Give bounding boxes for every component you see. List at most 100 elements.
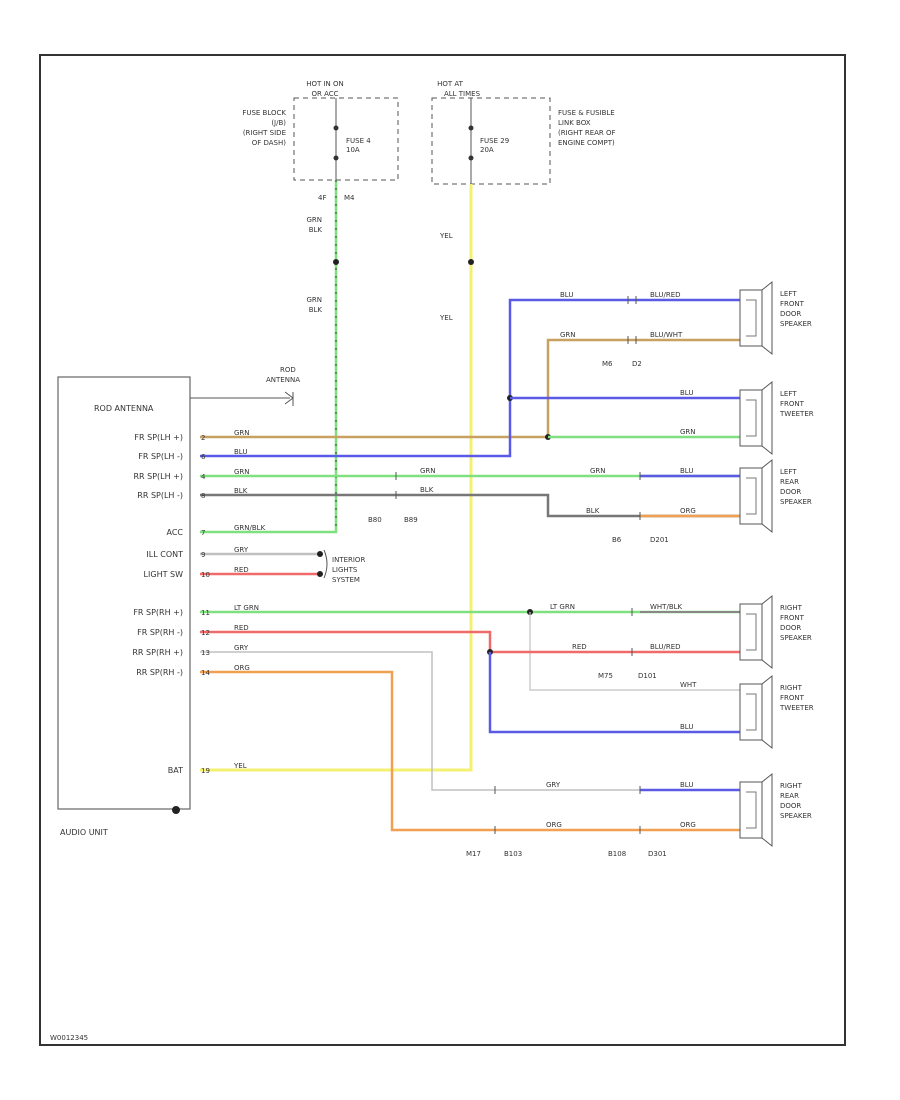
- svg-text:ORG: ORG: [680, 821, 696, 829]
- svg-text:BLK: BLK: [420, 486, 434, 494]
- speaker-label: RIGHT: [780, 684, 803, 692]
- svg-text:SYSTEM: SYSTEM: [332, 576, 360, 584]
- audio-pin-wire-color: RED: [234, 566, 249, 574]
- svg-text:GRY: GRY: [546, 781, 561, 789]
- svg-text:D301: D301: [648, 850, 667, 858]
- audio-pin-label: ACC: [166, 528, 183, 537]
- speaker-terminal-icon: [746, 693, 757, 731]
- block-line1: FUSE BLOCK: [242, 109, 286, 117]
- speaker-cone-icon: [761, 674, 773, 750]
- speaker-body: [739, 683, 763, 741]
- svg-text:D201: D201: [650, 536, 669, 544]
- audio-pin-wire-color: GRY: [234, 644, 249, 652]
- audio-pin-number: 7: [201, 529, 205, 537]
- audio-pin-label: LIGHT SW: [144, 570, 184, 579]
- wire-rr-rh-minus: [200, 670, 740, 832]
- speaker-label: REAR: [780, 478, 799, 486]
- speaker-label: TWEETER: [779, 410, 814, 418]
- audio-pin-number: 19: [201, 767, 210, 775]
- diagram-frame: [39, 54, 846, 1046]
- speaker-terminal-icon: [746, 299, 757, 337]
- audio-pin-label: FR SP(RH +): [133, 608, 183, 617]
- speaker-label: DOOR: [780, 488, 801, 496]
- svg-text:D2: D2: [632, 360, 642, 368]
- rod-antenna-text2: ANTENNA: [266, 376, 300, 384]
- speaker-label: RIGHT: [780, 782, 803, 790]
- fuse-label: FUSE 4: [346, 137, 371, 145]
- block-line2: LINK BOX: [558, 119, 591, 127]
- audio-unit-name: AUDIO UNIT: [60, 828, 108, 837]
- wire-fr-lh-plus: [200, 338, 740, 439]
- audio-pin-wire-color: BLK: [234, 487, 248, 495]
- hot-label-line2: ALL TIMES: [444, 90, 481, 98]
- connector-labels: M6 D2 B80 B89 B6 D201 M75 D101 M17 B103 …: [368, 360, 669, 858]
- speaker-label: LEFT: [780, 290, 797, 298]
- svg-text:B89: B89: [404, 516, 418, 524]
- wire-fr-lh-minus: [200, 298, 740, 458]
- audio-pin-wire-color: GRN: [234, 468, 250, 476]
- audio-pin-number: 11: [201, 609, 210, 617]
- speaker-label: DOOR: [780, 802, 801, 810]
- rod-antenna-text1: ROD: [280, 366, 296, 374]
- audio-pin-number: 2: [201, 434, 205, 442]
- audio-pin-label: ILL CONT: [146, 550, 183, 559]
- speaker-terminal-icon: [746, 477, 757, 515]
- svg-text:BLU: BLU: [680, 723, 693, 731]
- speaker-component: RIGHT REAR DOOR SPEAKER: [739, 772, 812, 848]
- svg-text:D101: D101: [638, 672, 657, 680]
- speaker-label: RIGHT: [780, 604, 803, 612]
- audio-pin-label: FR SP(LH +): [134, 433, 183, 442]
- svg-text:M17: M17: [466, 850, 481, 858]
- svg-text:B80: B80: [368, 516, 382, 524]
- speaker-label: FRONT: [780, 300, 805, 308]
- audio-pin-number: 6: [201, 453, 206, 461]
- svg-text:WHT/BLK: WHT/BLK: [650, 603, 683, 611]
- audio-pin-wire-color: YEL: [233, 762, 247, 770]
- svg-text:BLU/RED: BLU/RED: [650, 291, 681, 299]
- hot-label-line2: OR ACC: [311, 90, 338, 98]
- speaker-body: [739, 389, 763, 447]
- speaker-body: [739, 781, 763, 839]
- svg-text:RED: RED: [572, 643, 587, 651]
- wire-acc-grn-blk: [200, 180, 338, 534]
- speaker-label: SPEAKER: [780, 634, 812, 642]
- pin-label-b: M4: [344, 194, 355, 202]
- speaker-terminal-icon: [746, 791, 757, 829]
- fuse-rating: 10A: [346, 146, 360, 154]
- svg-text:BLU: BLU: [680, 781, 693, 789]
- wire-label: YEL: [439, 314, 453, 322]
- svg-text:M75: M75: [598, 672, 613, 680]
- speaker-label: SPEAKER: [780, 320, 812, 328]
- svg-text:ORG: ORG: [680, 507, 696, 515]
- audio-pin-label: RR SP(LH +): [133, 472, 183, 481]
- speaker-label: REAR: [780, 792, 799, 800]
- svg-text:ORG: ORG: [546, 821, 562, 829]
- wire-label: BLK: [309, 226, 323, 234]
- speaker-label: TWEETER: [779, 704, 814, 712]
- svg-text:BLK: BLK: [586, 507, 600, 515]
- audio-pin-label: RR SP(LH -): [137, 491, 183, 500]
- speaker-label: SPEAKER: [780, 812, 812, 820]
- svg-text:B103: B103: [504, 850, 522, 858]
- speaker-cone-icon: [761, 458, 773, 534]
- svg-text:BLU: BLU: [680, 389, 693, 397]
- audio-pin-label: FR SP(RH -): [137, 628, 183, 637]
- fuse-block-right: HOT AT ALL TIMES FUSE 29 20A FUSE & FUSI…: [431, 80, 616, 185]
- audio-pin-number: 8: [201, 492, 205, 500]
- speaker-terminal-icon: [746, 399, 757, 437]
- svg-text:B6: B6: [612, 536, 622, 544]
- audio-pin-number: 14: [201, 669, 210, 677]
- audio-pin-number: 9: [201, 551, 205, 559]
- speaker-body: [739, 289, 763, 347]
- speaker-body: [739, 467, 763, 525]
- svg-text:WHT: WHT: [680, 681, 697, 689]
- wire-bat-yel: [200, 184, 473, 772]
- audio-pin-number: 12: [201, 629, 210, 637]
- pin-label-a: 4F: [318, 194, 326, 202]
- speaker-cone-icon: [761, 772, 773, 848]
- audio-unit: ROD ANTENNA AUDIO UNIT FR SP(LH +)2FR SP…: [57, 376, 210, 837]
- audio-pin-label: BAT: [168, 766, 183, 775]
